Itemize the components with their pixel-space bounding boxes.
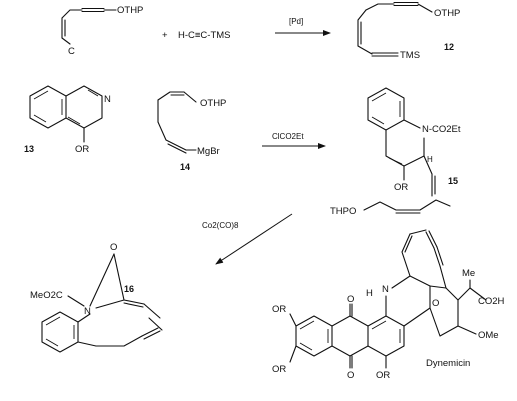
reagent-co2co8: Co2(CO)8 bbox=[202, 221, 239, 230]
dynemicin-name: Dynemicin bbox=[426, 358, 470, 369]
product-15: N-CO2Et OR H 15 THPO bbox=[330, 87, 461, 217]
product15-nco2et-label: N-CO2Et bbox=[422, 124, 461, 135]
arrow-cobalt: Co2(CO)8 bbox=[202, 213, 293, 265]
grignard-14: OTHP MgBr 14 bbox=[157, 91, 226, 172]
reactant-c-label: C bbox=[68, 46, 75, 57]
product15-h-atom: H bbox=[427, 155, 433, 164]
compound-number-15: 15 bbox=[448, 176, 458, 186]
plus-sign: + bbox=[162, 30, 168, 41]
compound-number-12: 12 bbox=[444, 42, 454, 52]
product12-othp-label: OTHP bbox=[434, 8, 460, 19]
quinoline-13: N OR 13 bbox=[24, 85, 111, 155]
compound-number-13: 13 bbox=[24, 144, 34, 154]
dynemicin-quinone-o-bottom: O bbox=[347, 370, 354, 381]
dynemicin-ome-label: OMe bbox=[478, 330, 499, 341]
quinoline-n-atom: N bbox=[104, 94, 111, 105]
compound-number-14: 14 bbox=[180, 162, 190, 172]
product-12: OTHP TMS 12 bbox=[357, 1, 460, 61]
arrow-chloroformate: ClCO2Et bbox=[262, 132, 326, 149]
reagent-pd: [Pd] bbox=[289, 17, 303, 26]
grignard-mgbr-label: MgBr bbox=[197, 146, 220, 157]
reagent-clco2et: ClCO2Et bbox=[272, 132, 304, 141]
reactant-othp-label: OTHP bbox=[117, 5, 143, 16]
dynemicin-h-atom: H bbox=[366, 288, 373, 299]
macrocycle-meo2c-label: MeO2C bbox=[30, 290, 63, 301]
dynemicin-or-left-top: OR bbox=[272, 304, 286, 315]
grignard-othp-label: OTHP bbox=[200, 98, 226, 109]
dynemicin-o-atom: O bbox=[432, 298, 439, 309]
reactant-enyne-othp: OTHP C bbox=[61, 5, 143, 57]
dynemicin-or-left-bottom: OR bbox=[272, 364, 286, 375]
product12-tms-label: TMS bbox=[400, 50, 420, 61]
compound-number-16: 16 bbox=[124, 284, 134, 294]
macrocycle-o-atom: O bbox=[110, 242, 117, 253]
dynemicin-or-center: OR bbox=[376, 370, 390, 381]
dynemicin-co2h-label: CO2H bbox=[478, 296, 505, 307]
dynemicin: O O OR OR OR H N O Me CO2H OMe Dynemicin bbox=[272, 229, 505, 381]
quinoline-or-label: OR bbox=[75, 144, 89, 155]
arrow-pd-coupling: [Pd] bbox=[275, 17, 331, 36]
product15-thpo-label: THPO bbox=[330, 206, 356, 217]
dynemicin-quinone-o-top: O bbox=[347, 294, 354, 305]
macrocycle-16: O MeO2C N 16 bbox=[30, 242, 163, 353]
tms-acetylene-label: H-C≡C-TMS bbox=[178, 30, 231, 41]
dynemicin-n-atom: N bbox=[382, 284, 389, 295]
dynemicin-me-label: Me bbox=[462, 268, 475, 279]
macrocycle-n-atom: N bbox=[84, 306, 91, 317]
product15-or-label: OR bbox=[394, 182, 408, 193]
